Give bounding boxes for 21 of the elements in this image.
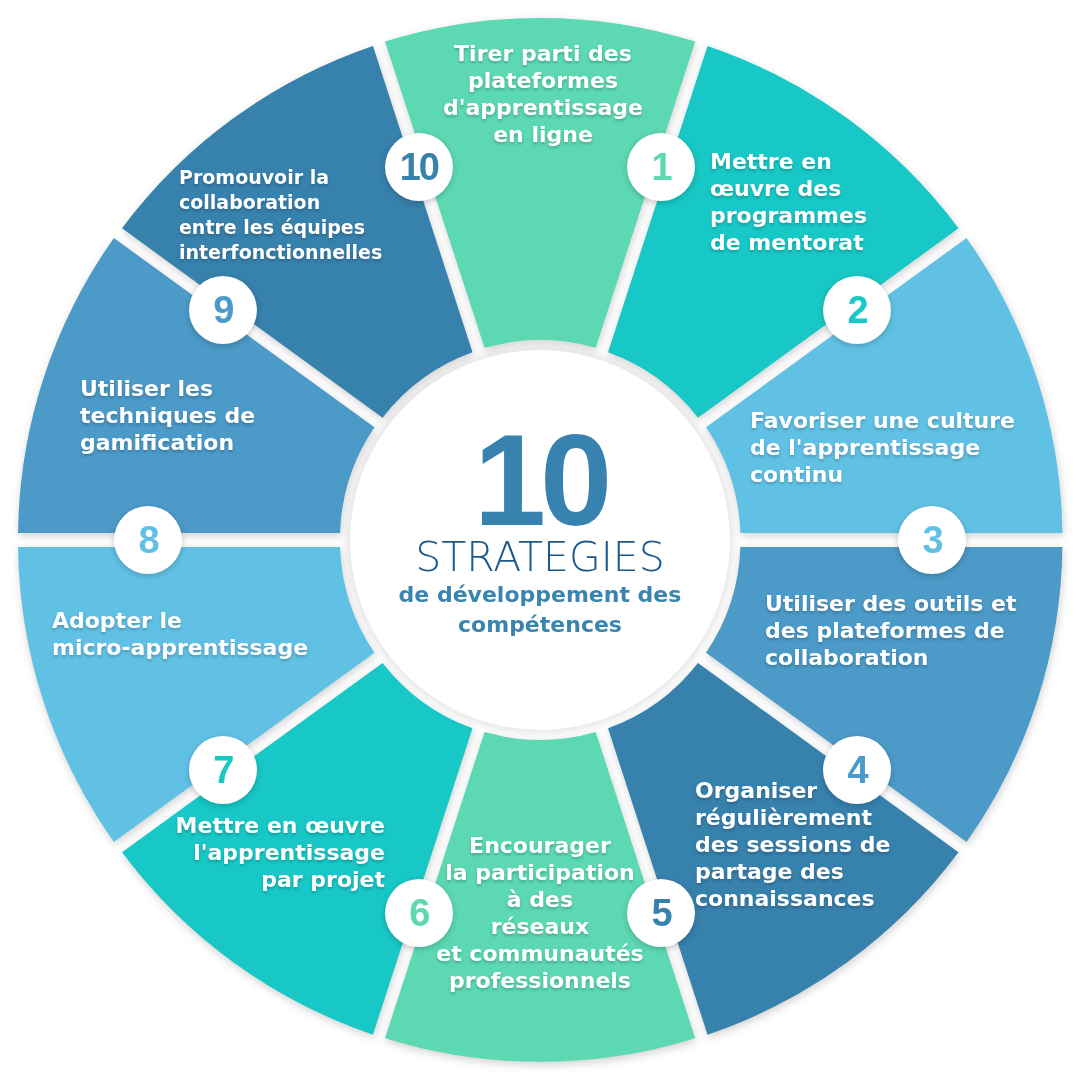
strategy-text: Promouvoir la collaboration entre les équipes interfonctionnelles [179,165,383,265]
step-number: 1 [651,148,671,187]
step-number: 7 [213,751,233,790]
strategy-text: Favoriser une culture de l'apprentissage continu [750,407,1016,488]
step-number: 8 [138,521,158,559]
step-number: 5 [651,893,671,932]
strategy-text: Encourager la participation à des réseaux et communautés professionnels [436,832,644,994]
strategy-text: Utiliser les techniques de gamification [80,375,256,456]
headline-title: STRATEGIES [415,537,665,578]
step-number: 9 [213,290,233,329]
strategy-text: Adopter le micro-apprentissage [52,607,309,661]
step-number: 2 [847,290,867,329]
headline-number: 10 [473,430,607,530]
headline-subtitle: de développement des compétences [398,581,682,639]
strategy-text: Utiliser des outils et des plateformes de collaboration [765,590,1017,671]
step-number: 3 [922,521,942,559]
strategy-text: Tirer parti des plateformes d'apprentissage en ligne [442,40,643,148]
step-number: 6 [409,893,429,932]
strategy-text: Mettre en œuvre des programmes de mentorat [710,148,867,256]
step-number: 10 [399,148,438,187]
strategy-text: Mettre en œuvre l'apprentissage par projet [175,812,385,893]
